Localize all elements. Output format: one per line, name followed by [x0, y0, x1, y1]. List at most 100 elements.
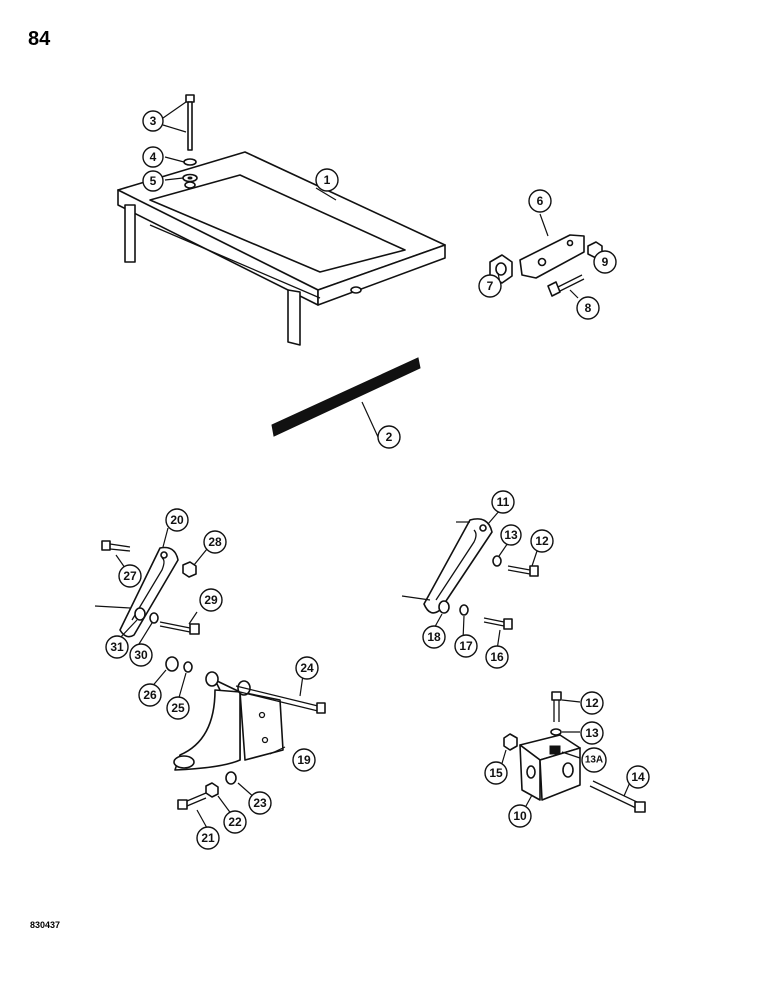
callout-29: 29: [199, 588, 223, 612]
callout-31: 31: [105, 635, 129, 659]
seat-bolt: [185, 94, 195, 151]
cap-screw-8: [547, 274, 585, 297]
svg-text:31: 31: [110, 640, 124, 654]
flat-washer: [182, 173, 198, 183]
svg-text:13A: 13A: [585, 755, 603, 766]
callout-4: 4: [142, 146, 164, 168]
long-bolt-14: [589, 780, 646, 813]
callout-26: 26: [138, 683, 162, 707]
nut-28: [182, 561, 197, 578]
callout-12: 12: [530, 529, 554, 553]
callout-1: 1: [315, 168, 339, 192]
svg-text:3: 3: [150, 114, 157, 128]
screw-12-right: [507, 565, 539, 577]
washers-30-31: [134, 607, 159, 624]
rubber-strip: [271, 357, 421, 437]
svg-text:20: 20: [170, 513, 184, 527]
callout-23: 23: [248, 791, 272, 815]
svg-text:9: 9: [602, 255, 609, 269]
callout-17: 17: [454, 634, 478, 658]
callout-28: 28: [203, 530, 227, 554]
svg-text:6: 6: [537, 194, 544, 208]
callout-30: 30: [129, 643, 153, 667]
callout-16: 16: [485, 645, 509, 669]
svg-text:29: 29: [204, 593, 218, 607]
washer-13-vertical: [550, 728, 562, 736]
svg-text:1: 1: [324, 173, 331, 187]
callout-27: 27: [118, 564, 142, 588]
washer-25: [183, 661, 193, 673]
svg-text:17: 17: [459, 639, 473, 653]
adjust-bracket: [519, 234, 585, 279]
screw-16: [483, 617, 513, 630]
plate-13A: [549, 745, 561, 755]
long-bolt-24: [235, 685, 326, 714]
svg-text:16: 16: [490, 650, 504, 664]
svg-text:23: 23: [253, 796, 267, 810]
callout-2: 2: [377, 425, 401, 449]
callout-14: 14: [626, 765, 650, 789]
svg-text:5: 5: [150, 174, 157, 188]
u-bracket: [519, 734, 581, 801]
svg-text:18: 18: [427, 630, 441, 644]
callout-19: 19: [292, 748, 316, 772]
callout-8: 8: [576, 296, 600, 320]
svg-text:26: 26: [143, 688, 157, 702]
svg-text:27: 27: [123, 569, 137, 583]
spring-bracket: [173, 679, 284, 771]
callout-6: 6: [528, 189, 552, 213]
bolt-21: [177, 792, 207, 810]
callout-18: 18: [422, 625, 446, 649]
svg-text:22: 22: [228, 815, 242, 829]
washer-13-right: [492, 555, 502, 567]
lock-washer: [183, 158, 197, 166]
svg-text:25: 25: [171, 701, 185, 715]
svg-text:13: 13: [504, 528, 518, 542]
callout-21: 21: [196, 826, 220, 850]
nut-22: [205, 782, 219, 798]
callout-10: 10: [508, 804, 532, 828]
callout-7: 7: [478, 274, 502, 298]
bushing-upper: [205, 671, 251, 696]
washer-17: [459, 604, 469, 616]
callout-13A: 13A: [581, 747, 607, 773]
callout-3: 3: [142, 110, 164, 132]
page-number: 84: [28, 28, 51, 50]
svg-text:12: 12: [535, 534, 549, 548]
svg-text:14: 14: [631, 770, 645, 784]
svg-text:7: 7: [487, 279, 494, 293]
washer-23: [225, 771, 237, 785]
svg-text:21: 21: [201, 831, 215, 845]
svg-text:15: 15: [489, 766, 503, 780]
cap-screw-27: [101, 540, 131, 552]
svg-text:19: 19: [297, 753, 311, 767]
callout-11: 11: [491, 490, 515, 514]
nut-15: [503, 733, 518, 751]
svg-text:13: 13: [585, 726, 599, 740]
callout-22: 22: [223, 810, 247, 834]
callout-24: 24: [295, 656, 319, 680]
svg-text:12: 12: [585, 696, 599, 710]
callout-25: 25: [166, 696, 190, 720]
svg-text:11: 11: [497, 495, 510, 509]
svg-text:4: 4: [150, 150, 157, 164]
spacer-26: [165, 656, 179, 672]
callout-20: 20: [165, 508, 189, 532]
seat-frame: [117, 151, 446, 346]
svg-text:28: 28: [208, 535, 222, 549]
callout-13: 13: [500, 524, 522, 546]
bolt-12-vertical: [551, 691, 562, 722]
svg-text:10: 10: [513, 809, 527, 823]
callout-5: 5: [142, 170, 164, 192]
callout-9: 9: [593, 250, 617, 274]
svg-text:30: 30: [134, 648, 148, 662]
screw-29: [159, 621, 200, 635]
right-arc-bracket: [423, 518, 493, 614]
svg-text:2: 2: [386, 430, 393, 444]
callout-13-lower: 13: [580, 721, 604, 745]
drawing-code: 830437: [30, 920, 61, 930]
callout-15: 15: [484, 761, 508, 785]
callout-12-lower: 12: [580, 691, 604, 715]
